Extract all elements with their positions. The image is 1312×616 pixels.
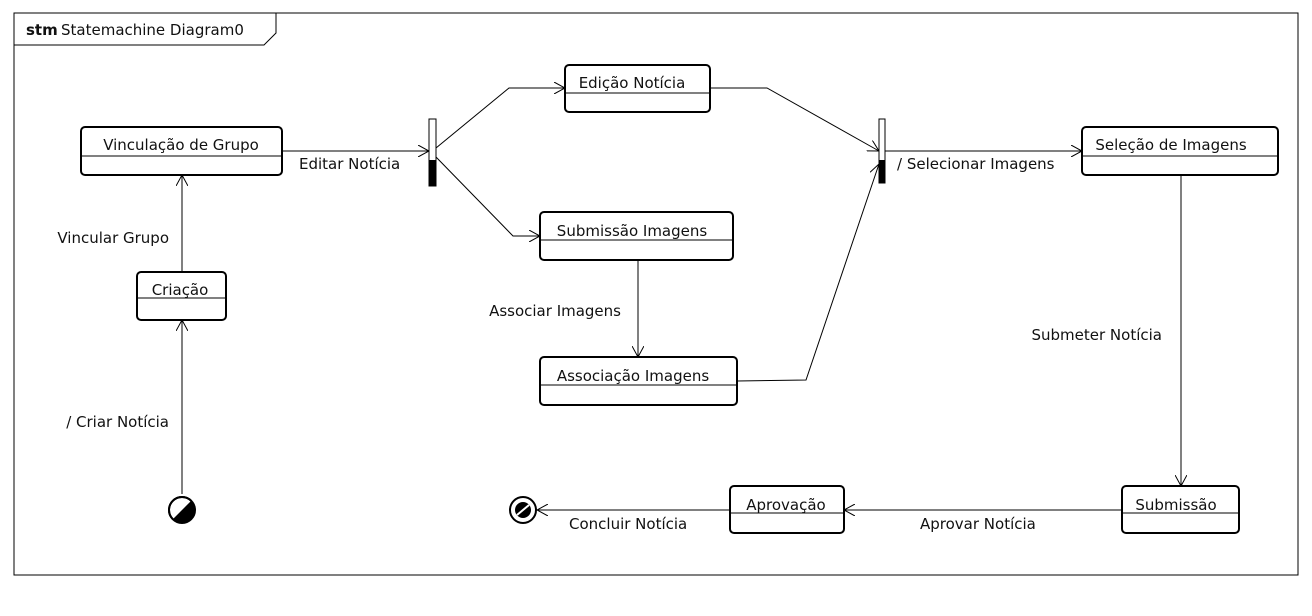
edge-fork-to-submissao-imagens [435,156,540,236]
join-bar [878,118,886,184]
label-submeter-noticia: Submeter Notícia [1032,326,1163,344]
transition-labels: / Criar Notícia Vincular Grupo Editar No… [57,155,1162,533]
label-vincular-grupo: Vincular Grupo [57,229,169,247]
frame-keyword: stm [26,21,58,39]
label-associar-imagens: Associar Imagens [489,302,621,320]
edge-fork-to-edicao [435,88,565,149]
edge-edicao-to-join [710,87,879,151]
state-submissao: Submissão [1121,485,1240,534]
state-label: Associação Imagens [557,367,710,385]
diagram-frame: stm Statemachine Diagram0 [13,12,1299,576]
label-concluir-noticia: Concluir Notícia [569,515,687,533]
state-aprovacao: Aprovação [729,485,845,534]
label-selecionar-imagens: / Selecionar Imagens [897,155,1055,173]
state-label: Edição Notícia [579,74,686,92]
state-vinculacao-de-grupo: Vinculação de Grupo [80,126,283,176]
label-editar-noticia: Editar Notícia [299,155,400,173]
state-edicao-noticia: Edição Notícia [564,64,711,113]
label-criar-noticia: / Criar Notícia [66,413,169,431]
state-label: Submissão [1135,496,1216,514]
state-label: Vinculação de Grupo [103,136,259,154]
state-criacao: Criação [136,271,227,321]
state-label: Submissão Imagens [557,222,708,240]
state-associacao-imagens: Associação Imagens [539,356,738,406]
state-submissao-imagens: Submissão Imagens [539,211,734,261]
initial-state [168,496,196,524]
state-label: Criação [152,281,209,299]
state-selecao-de-imagens: Seleção de Imagens [1081,126,1279,176]
frame-title: Statemachine Diagram0 [61,21,244,39]
final-state [509,496,537,524]
state-label: Seleção de Imagens [1095,136,1247,154]
edge-associacao-to-join [736,164,879,382]
state-label: Aprovação [746,496,825,514]
label-aprovar-noticia: Aprovar Notícia [920,515,1036,533]
transitions [182,88,1181,510]
fork-bar [428,118,437,187]
